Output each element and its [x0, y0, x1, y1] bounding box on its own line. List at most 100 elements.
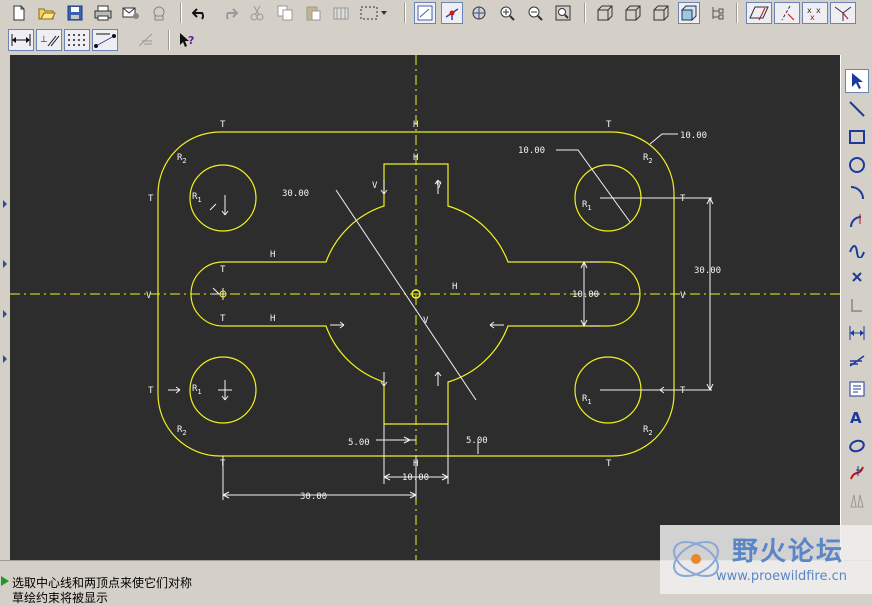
datum-planes-icon[interactable] [746, 2, 772, 24]
constraint-tool-icon[interactable] [845, 377, 869, 401]
print-icon[interactable] [92, 2, 114, 24]
display-constraints-icon[interactable]: ⊥ [36, 29, 62, 51]
save-icon[interactable] [64, 2, 86, 24]
constraint-horizontal: H [413, 153, 418, 163]
line-tool-icon[interactable] [845, 97, 869, 121]
paste-icon[interactable] [302, 2, 324, 24]
svg-text:x: x [807, 6, 812, 15]
constraint-equal-radius: R1 [192, 384, 202, 396]
constraint-tangent: T [220, 314, 226, 324]
dim-neck-width[interactable]: 10.00 [402, 473, 429, 483]
constraint-vertical: V [436, 181, 442, 191]
constraint-equal-radius: R1 [582, 394, 592, 406]
constraint-tangent: T [148, 386, 154, 396]
modify-tool-icon[interactable] [845, 349, 869, 373]
watermark-url: www.proewildfire.cn [716, 569, 847, 584]
cut-icon[interactable] [246, 2, 268, 24]
paste-special-icon[interactable] [330, 2, 352, 24]
open-icon[interactable] [36, 2, 58, 24]
circle-tool-icon[interactable] [845, 153, 869, 177]
select-box-icon[interactable] [358, 2, 390, 24]
constraint-vertical: V [372, 181, 378, 191]
rectangle-tool-icon[interactable] [845, 125, 869, 149]
sketch-toolbar: ⊥ ? [0, 27, 872, 53]
text-tool-icon[interactable]: A [845, 405, 869, 429]
spin-center-icon[interactable] [441, 2, 463, 24]
zoom-in-icon[interactable] [496, 2, 518, 24]
display-dims-icon[interactable] [8, 29, 34, 51]
dim-offset-right[interactable]: 5.00 [466, 436, 488, 446]
model-tree-icon[interactable] [706, 2, 728, 24]
watermark-logo-icon [673, 540, 719, 578]
constraint-tangent: T [606, 120, 612, 130]
constraint-tangent: T [220, 120, 226, 130]
constraint-vertical: V [680, 291, 686, 301]
svg-text:A: A [850, 409, 862, 426]
constraint-tangent: T [220, 459, 226, 469]
undo-icon[interactable] [190, 2, 212, 24]
sketch-canvas[interactable]: 10.00 10.00 30.00 30.00 10.00 5.00 5.00 … [10, 55, 840, 560]
sketcher-tools-toolbar: A [840, 55, 872, 560]
point-tool-icon[interactable] [845, 265, 869, 289]
hidden-line-icon[interactable] [622, 2, 644, 24]
trim-tool-icon[interactable] [845, 461, 869, 485]
wireframe-icon[interactable] [594, 2, 616, 24]
dimension-tool-icon[interactable] [845, 321, 869, 345]
palette-tool-icon[interactable] [845, 433, 869, 457]
constraint-horizontal: H [270, 314, 275, 324]
svg-text:x: x [816, 6, 821, 15]
dim-corner-radius[interactable]: 10.00 [680, 131, 707, 141]
select-tool-icon[interactable] [845, 69, 869, 93]
datum-axes-icon[interactable] [774, 2, 800, 24]
fillet-tool-icon[interactable] [845, 209, 869, 233]
constraint-equal-radius: R2 [643, 425, 653, 437]
arc-tool-icon[interactable] [845, 181, 869, 205]
redraw-icon[interactable] [414, 2, 436, 24]
message-arrow-icon [1, 576, 9, 586]
dim-hole-spacing-vertical[interactable]: 30.00 [694, 266, 721, 276]
hole-bottom-left [189, 356, 257, 424]
constraint-tangent: T [220, 265, 226, 275]
constraint-horizontal: H [413, 459, 418, 469]
dim-hole-diameter[interactable]: 10.00 [518, 146, 545, 156]
refit-icon[interactable] [552, 2, 574, 24]
new-icon[interactable] [8, 2, 30, 24]
constraint-equal-radius: R2 [643, 153, 653, 165]
mirror-tool-icon[interactable] [845, 489, 869, 513]
hole-top-left [189, 164, 257, 232]
whats-this-help-icon[interactable]: ? [176, 29, 198, 51]
sketch-diagnostics-icon[interactable] [134, 29, 160, 51]
redo-icon[interactable] [218, 2, 240, 24]
constraint-horizontal: H [270, 250, 275, 260]
slot-center-point [219, 290, 227, 298]
constraint-vertical: V [146, 291, 152, 301]
mail-attach-icon[interactable] [148, 2, 170, 24]
sketch-drawing[interactable]: 10.00 10.00 30.00 30.00 10.00 5.00 5.00 … [10, 55, 840, 560]
forum-watermark: 野火论坛 www.proewildfire.cn [660, 525, 872, 594]
dim-slot-width[interactable]: 10.00 [572, 290, 599, 300]
status-message: 选取中心线和两顶点来使它们对称 [12, 576, 193, 590]
status-message-secondary: 草绘约束将被显示 [12, 591, 109, 605]
constraint-horizontal: H [452, 282, 457, 292]
shading-icon[interactable] [678, 2, 700, 24]
orient-icon[interactable] [468, 2, 490, 24]
no-hidden-icon[interactable] [650, 2, 672, 24]
svg-text:x: x [810, 13, 815, 22]
use-edge-icon[interactable] [845, 293, 869, 317]
dim-hole-spacing-horizontal[interactable]: 30.00 [300, 492, 327, 502]
constraint-tangent: T [606, 459, 612, 469]
dim-offset-left[interactable]: 5.00 [348, 438, 370, 448]
dim-arc-diameter[interactable]: 30.00 [282, 189, 309, 199]
watermark-title: 野火论坛 [732, 537, 845, 567]
svg-text:?: ? [188, 34, 194, 47]
coord-sys-icon[interactable] [830, 2, 856, 24]
display-grid-icon[interactable] [64, 29, 90, 51]
constraint-equal-radius: R2 [177, 425, 187, 437]
copy-icon[interactable] [274, 2, 296, 24]
spline-tool-icon[interactable] [845, 237, 869, 261]
send-mail-icon[interactable] [120, 2, 142, 24]
display-vertices-icon[interactable] [92, 29, 118, 51]
zoom-out-icon[interactable] [524, 2, 546, 24]
